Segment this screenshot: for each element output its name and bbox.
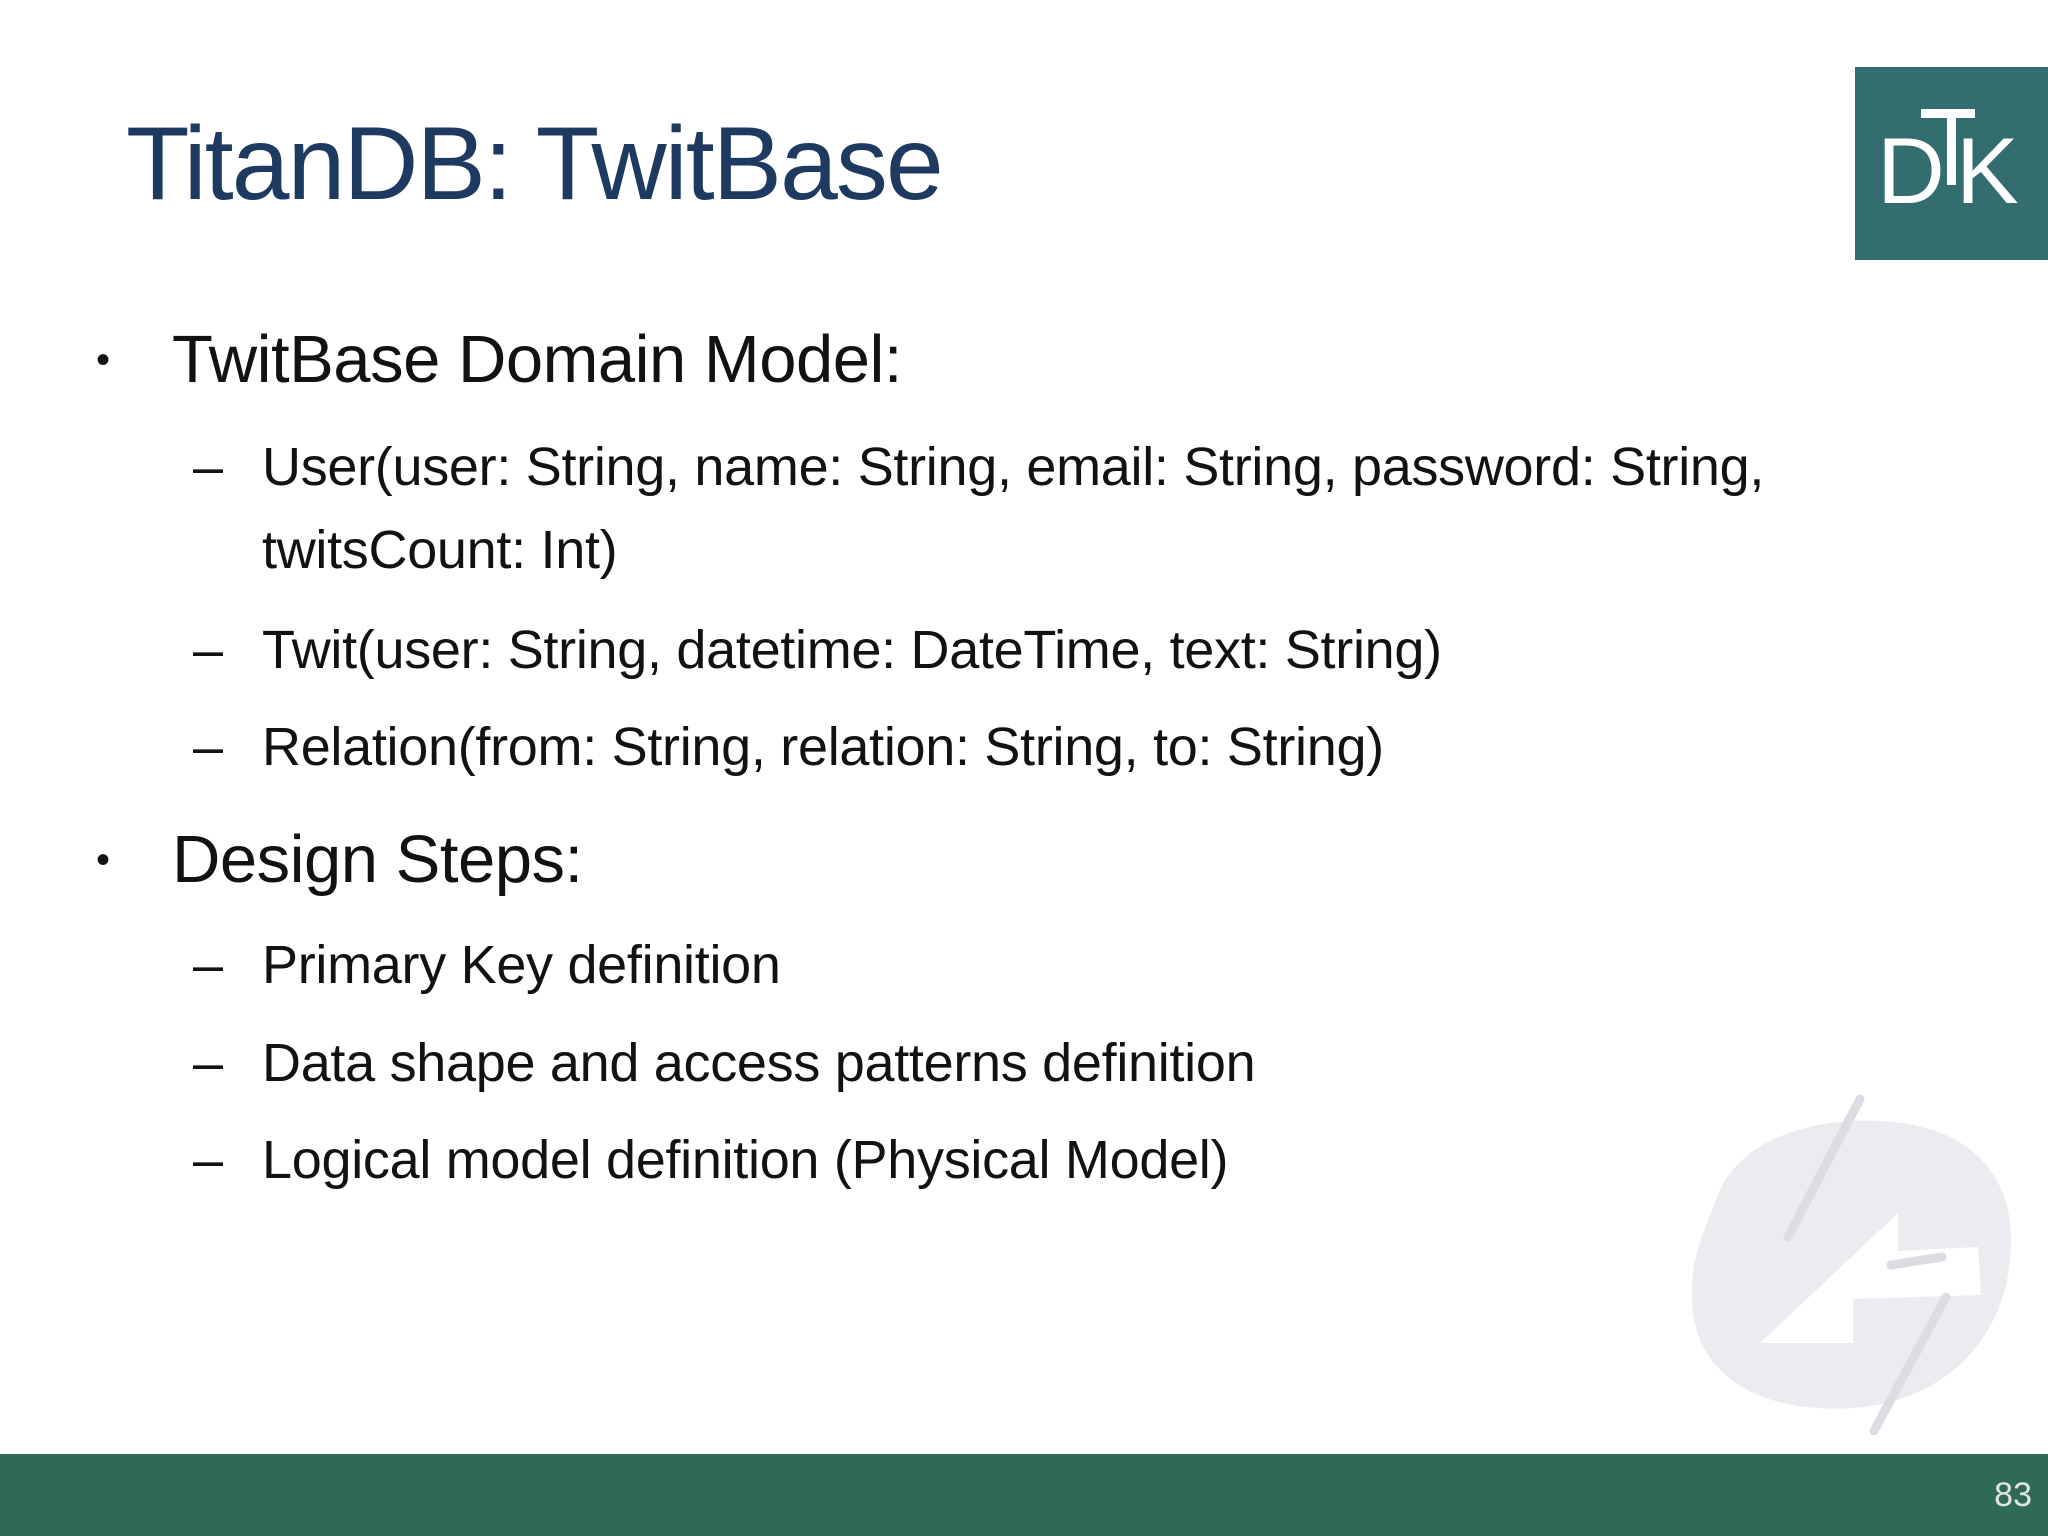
bullet-text: Design Steps: bbox=[172, 822, 583, 897]
sub-item-text: Data shape and access patterns definitio… bbox=[262, 1033, 1256, 1093]
watermark-pens bbox=[1783, 1094, 1951, 1435]
bullet-item-design-steps: • Design Steps: bbox=[96, 821, 583, 899]
sub-item-text: Relation(from: String, relation: String,… bbox=[262, 717, 1384, 777]
footer-bar: 83 bbox=[0, 1454, 2048, 1536]
logo-letter-k: K bbox=[1956, 118, 2019, 223]
bullet-dot-marker: • bbox=[96, 838, 110, 882]
dash-marker: – bbox=[193, 935, 223, 995]
sub-item-user: – User(user: String, name: String, email… bbox=[193, 426, 1902, 592]
slide-title: TitanDB: TwitBase bbox=[126, 106, 944, 222]
dash-marker: – bbox=[193, 1130, 223, 1190]
dash-marker: – bbox=[193, 437, 223, 497]
bullet-text: TwitBase Domain Model: bbox=[172, 322, 903, 397]
watermark-arrow-hole bbox=[1760, 1213, 1981, 1343]
sub-item-text: User(user: String, name: String, email: … bbox=[262, 437, 1765, 580]
sub-item-text: Twit(user: String, datetime: DateTime, t… bbox=[262, 620, 1442, 680]
sub-item-primary-key: – Primary Key definition bbox=[193, 924, 781, 1007]
dash-marker: – bbox=[193, 717, 223, 777]
sub-item-twit: – Twit(user: String, datetime: DateTime,… bbox=[193, 609, 1442, 692]
bullet-item-domain-model: • TwitBase Domain Model: bbox=[96, 321, 903, 399]
logo-letter-d: D bbox=[1877, 118, 1945, 223]
bullet-dot-marker: • bbox=[96, 338, 110, 382]
dash-marker: – bbox=[193, 1033, 223, 1093]
watermark-image bbox=[1691, 1094, 2012, 1435]
sub-item-text: Logical model definition (Physical Model… bbox=[262, 1130, 1229, 1190]
logo-letter-t-stem bbox=[1947, 109, 1956, 185]
sub-item-text: Primary Key definition bbox=[262, 935, 781, 995]
page-number: 83 bbox=[1994, 1476, 2032, 1514]
sub-item-logical-model: – Logical model definition (Physical Mod… bbox=[193, 1119, 1228, 1202]
sub-item-relation: – Relation(from: String, relation: Strin… bbox=[193, 706, 1384, 789]
dtk-logo-icon: D K bbox=[1855, 67, 2048, 260]
dash-marker: – bbox=[193, 620, 223, 680]
sub-item-data-shape: – Data shape and access patterns definit… bbox=[193, 1022, 1256, 1105]
